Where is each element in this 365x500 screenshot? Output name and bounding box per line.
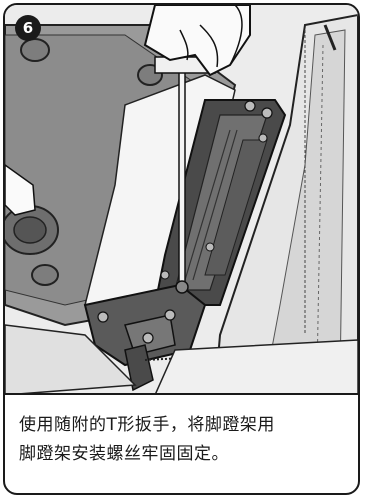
instruction-card: 6 使用随附的T形扳手，将脚蹬架用 脚蹬架安装螺丝牢固固定。 — [3, 3, 360, 495]
step-number-badge: 6 — [15, 15, 41, 41]
step-illustration: 6 — [5, 5, 358, 395]
caption-line-2: 脚蹬架安装螺丝牢固固定。 — [19, 444, 229, 464]
screwdriver-assembly-illustration — [5, 5, 358, 393]
instruction-caption: 使用随附的T形扳手，将脚蹬架用 脚蹬架安装螺丝牢固固定。 — [5, 397, 358, 493]
caption-line-1: 使用随附的T形扳手，将脚蹬架用 — [19, 415, 275, 435]
